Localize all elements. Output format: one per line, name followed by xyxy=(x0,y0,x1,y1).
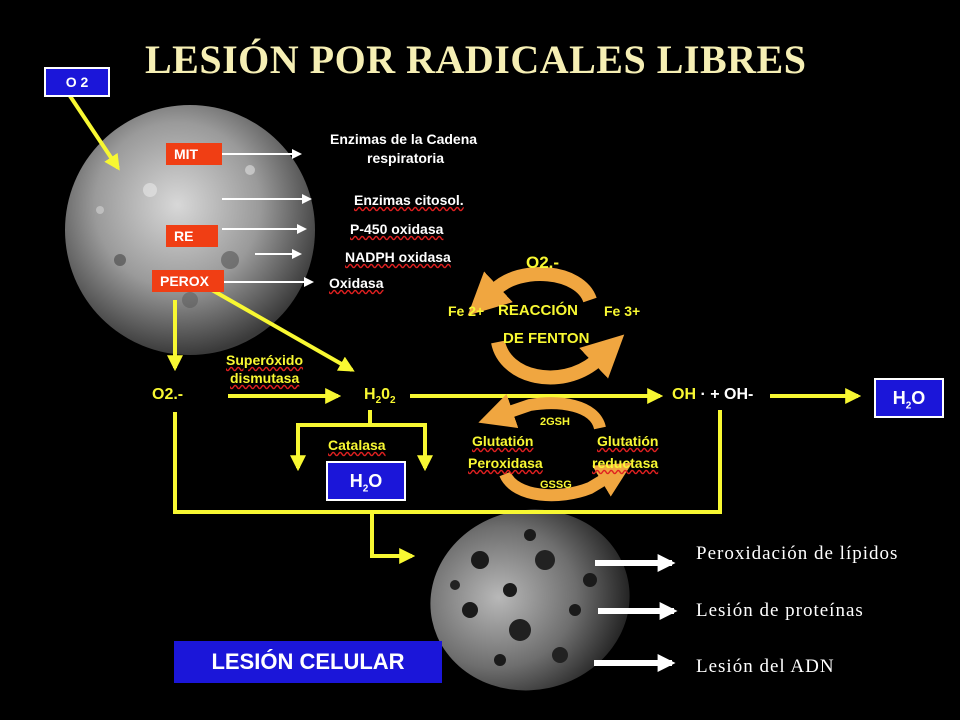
re-box: RE xyxy=(166,225,218,247)
water-center-o: O xyxy=(368,471,383,491)
water-box-right: H2O xyxy=(874,378,944,418)
fenton-label-line2: DE FENTON xyxy=(503,330,590,347)
sod-label-line2: dismutasa xyxy=(230,370,300,386)
water-box-center: H2O xyxy=(326,461,406,501)
water-right-sub: 2 xyxy=(905,400,912,412)
glutathione-cycle xyxy=(478,393,633,502)
fenton-superoxide: O2.- xyxy=(526,253,560,272)
gssg-label: GSSG xyxy=(540,479,572,491)
hydroxyl-label: OH · + OH- xyxy=(672,386,753,404)
h2o2-h: H xyxy=(364,386,376,403)
arrow-to-damaged-cell xyxy=(370,512,416,564)
mit-box: MIT xyxy=(166,143,222,165)
oh-rest-text: · + OH- xyxy=(700,386,754,403)
arrow-o2-to-cell xyxy=(68,94,120,171)
source-oxidasa: Oxidasa xyxy=(329,275,384,291)
cell-damage-box: LESIÓN CELULAR xyxy=(174,641,442,683)
fenton-cycle xyxy=(467,267,625,385)
gr-label-line2: reductasa xyxy=(592,455,659,471)
fenton-fe3: Fe 3+ xyxy=(604,303,641,319)
damage-dna: Lesión del ADN xyxy=(696,656,835,677)
water-center-sub: 2 xyxy=(362,483,369,495)
sod-label-line1: Superóxido xyxy=(226,352,304,368)
gpx-label-line2: Peroxidasa xyxy=(468,455,543,471)
damage-loop xyxy=(173,410,722,514)
h2o2-sub1: 2 xyxy=(375,395,382,407)
source-cadena-line1: Enzimas de la Cadena xyxy=(330,131,478,147)
source-nadph: NADPH oxidasa xyxy=(345,249,451,265)
cell-image-damaged xyxy=(430,509,630,691)
gsh-label: 2GSH xyxy=(540,416,570,428)
diagram-title: LESIÓN POR RADICALES LIBRES xyxy=(145,37,807,82)
source-citosol: Enzimas citosol. xyxy=(354,192,464,208)
perox-box: PEROX xyxy=(152,270,224,292)
source-p450: P-450 oxidasa xyxy=(350,221,444,237)
h2o2-o: 0 xyxy=(381,386,391,403)
source-cadena-line2: respiratoria xyxy=(367,150,445,166)
o2-box: O 2 xyxy=(44,67,110,97)
water-right-h: H xyxy=(892,388,906,408)
damage-proteins: Lesión de proteínas xyxy=(696,600,864,621)
water-right-o: O xyxy=(911,388,926,408)
superoxide-label: O2.- xyxy=(152,386,184,403)
cell-damage-label: LESIÓN CELULAR xyxy=(211,649,405,674)
fenton-label-line1: REACCIÓN xyxy=(498,302,579,319)
catalasa-label: Catalasa xyxy=(328,437,386,453)
gr-label-line1: Glutatión xyxy=(597,433,659,449)
oh-text: OH xyxy=(672,386,696,403)
damage-lipids: Peroxidación de lípidos xyxy=(696,543,899,564)
fenton-fe2: Fe 2+ xyxy=(448,303,485,319)
arrow-perox-to-h2o2 xyxy=(211,288,355,372)
h2o2-label: H202 xyxy=(364,386,396,406)
h2o2-sub2: 2 xyxy=(390,395,396,407)
o2-label: O 2 xyxy=(65,74,89,90)
gpx-label-line1: Glutatión xyxy=(472,433,534,449)
water-center-h: H xyxy=(349,471,363,491)
